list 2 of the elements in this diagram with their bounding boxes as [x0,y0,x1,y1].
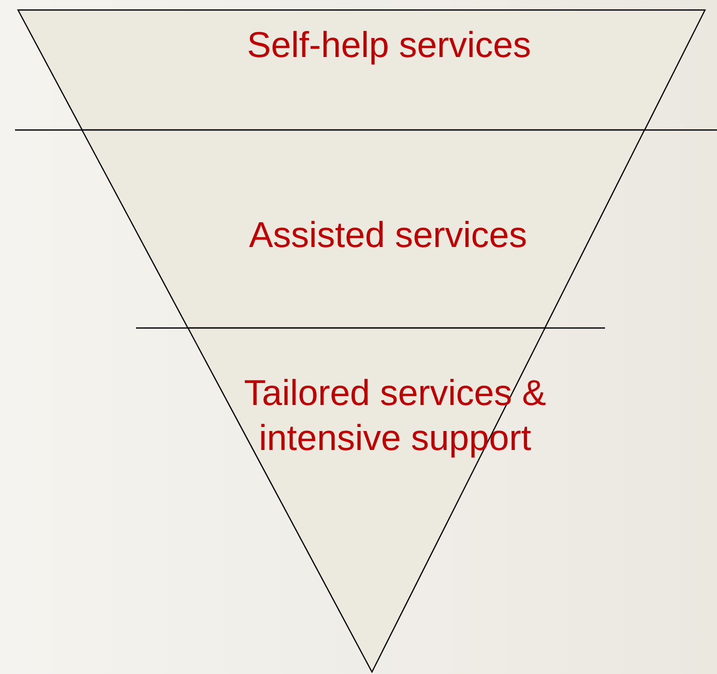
band-label: Self-help services [246,23,532,67]
band-label: Assisted services [248,213,528,257]
